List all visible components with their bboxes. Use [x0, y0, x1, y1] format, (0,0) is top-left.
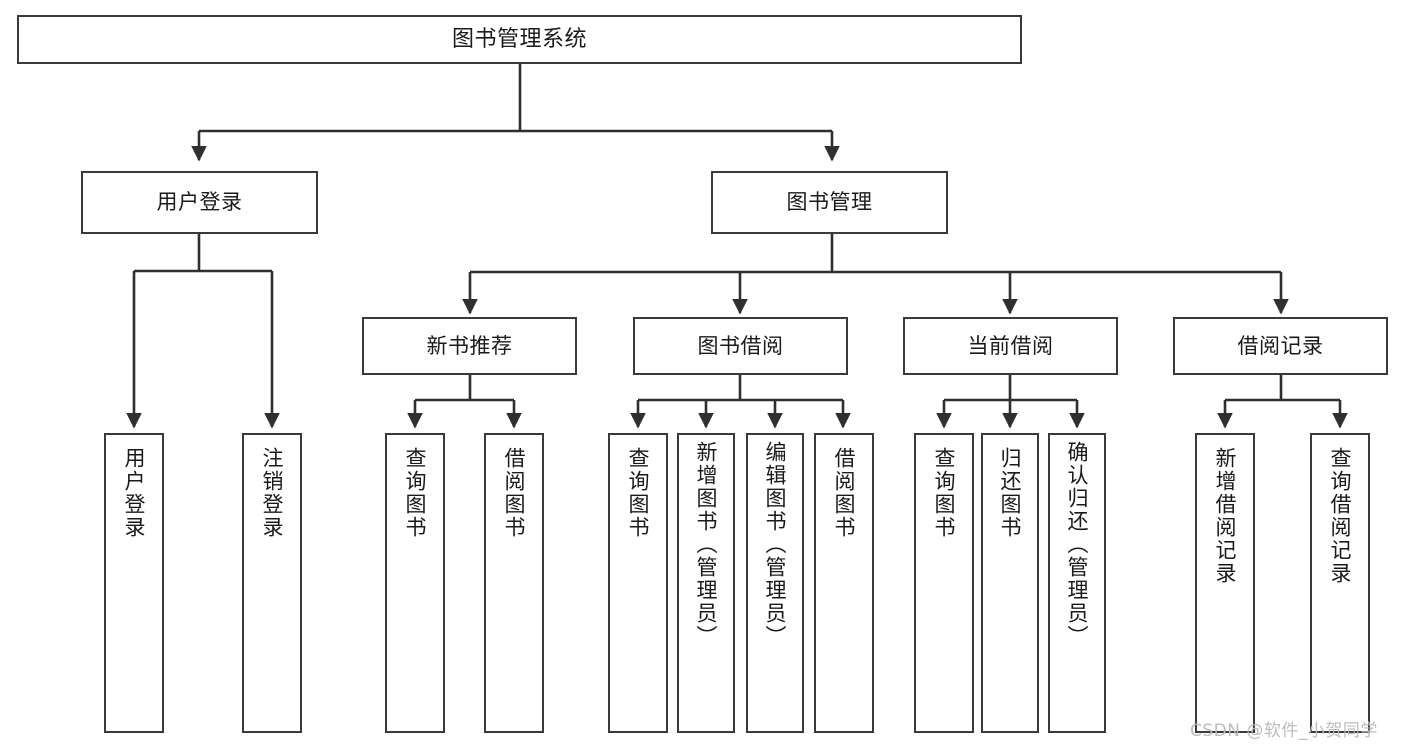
leaf-user-login[interactable]: 用户登录: [104, 433, 164, 733]
leaf-edit-book[interactable]: 编辑图书（管理员）: [746, 433, 804, 733]
node-label: 新增图书（管理员）: [694, 441, 719, 648]
node-label: 确认归还（管理员）: [1065, 441, 1090, 648]
node-label: 用户登录: [122, 447, 147, 539]
leaf-borrow-book-2[interactable]: 借阅图书: [814, 433, 874, 733]
node-label: 归还图书: [998, 447, 1023, 539]
leaf-logout[interactable]: 注销登录: [242, 433, 302, 733]
node-label: 新增借阅记录: [1213, 447, 1238, 585]
node-label: 查询图书: [626, 447, 651, 539]
node-user-login[interactable]: 用户登录: [81, 171, 318, 234]
node-label: 新书推荐: [426, 333, 513, 358]
node-label: 查询图书: [403, 447, 428, 539]
node-label: 编辑图书（管理员）: [763, 441, 788, 648]
node-label: 查询图书: [932, 447, 957, 539]
node-label: 图书借阅: [697, 333, 784, 358]
node-label: 注销登录: [260, 447, 285, 539]
node-label: 借阅记录: [1237, 333, 1324, 358]
leaf-borrow-book-1[interactable]: 借阅图书: [484, 433, 544, 733]
node-book-manage[interactable]: 图书管理: [711, 171, 948, 234]
leaf-query-book-1[interactable]: 查询图书: [385, 433, 445, 733]
node-label: 当前借阅: [967, 333, 1054, 358]
node-label: 图书管理: [786, 190, 873, 215]
node-root-system[interactable]: 图书管理系统: [17, 15, 1022, 64]
leaf-query-book-3[interactable]: 查询图书: [914, 433, 974, 733]
csdn-watermark: CSDN @软件_小贺同学: [1190, 721, 1378, 741]
node-current-borrow[interactable]: 当前借阅: [903, 317, 1118, 375]
node-book-borrow[interactable]: 图书借阅: [633, 317, 848, 375]
leaf-confirm-return[interactable]: 确认归还（管理员）: [1048, 433, 1106, 733]
leaf-query-record[interactable]: 查询借阅记录: [1310, 433, 1370, 733]
node-label: 借阅图书: [502, 447, 527, 539]
node-borrow-record[interactable]: 借阅记录: [1173, 317, 1388, 375]
leaf-add-book[interactable]: 新增图书（管理员）: [677, 433, 735, 733]
node-label: 用户登录: [156, 190, 243, 215]
leaf-return-book[interactable]: 归还图书: [981, 433, 1039, 733]
leaf-query-book-2[interactable]: 查询图书: [608, 433, 668, 733]
node-label: 图书管理系统: [451, 26, 587, 52]
node-label: 查询借阅记录: [1328, 447, 1353, 585]
leaf-add-record[interactable]: 新增借阅记录: [1195, 433, 1255, 733]
node-label: 借阅图书: [832, 447, 857, 539]
node-new-book-rec[interactable]: 新书推荐: [362, 317, 577, 375]
